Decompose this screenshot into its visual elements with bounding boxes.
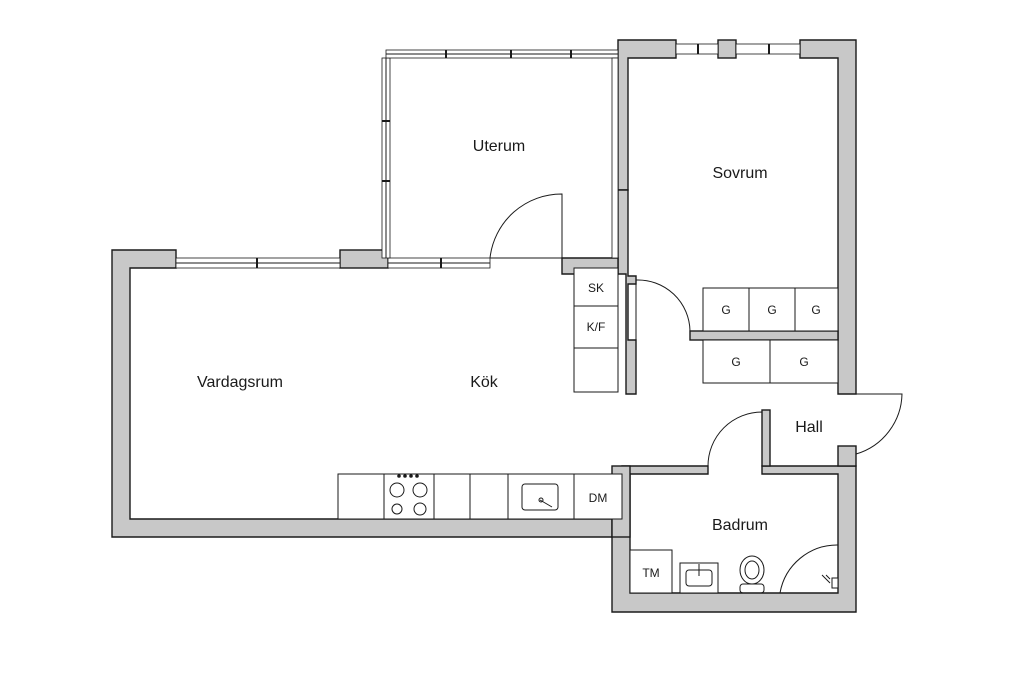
burner-2 bbox=[412, 482, 428, 498]
room-label-hall: Hall bbox=[795, 419, 823, 436]
stove bbox=[383, 473, 435, 520]
closet-3 bbox=[794, 287, 839, 332]
wall-bedroom-pier bbox=[717, 39, 737, 59]
wall-pier-living bbox=[339, 249, 389, 269]
wall-hall-east bbox=[837, 445, 857, 467]
label-g-5: G bbox=[799, 355, 808, 369]
closet-1 bbox=[702, 287, 750, 332]
shower-icon bbox=[779, 544, 839, 594]
fridge-freezer bbox=[573, 305, 619, 349]
closet-4 bbox=[702, 339, 771, 384]
label-dm: DM bbox=[589, 491, 608, 505]
door-uterum bbox=[489, 193, 563, 259]
label-g-2: G bbox=[767, 303, 776, 317]
label-sk: SK bbox=[588, 281, 604, 295]
burner-1 bbox=[389, 482, 405, 498]
kitchen-sink-icon bbox=[521, 483, 559, 511]
bedroom-closets bbox=[702, 287, 839, 384]
windows bbox=[175, 43, 801, 269]
bathroom-fixtures bbox=[629, 544, 839, 594]
label-g-3: G bbox=[811, 303, 820, 317]
sink-unit bbox=[507, 473, 575, 520]
wall-outer-living bbox=[111, 249, 623, 538]
window-uterum-east bbox=[611, 57, 619, 259]
room-label-kok: Kök bbox=[470, 374, 499, 391]
dishwasher bbox=[573, 473, 623, 520]
door-bathroom bbox=[707, 411, 763, 467]
closet-2 bbox=[748, 287, 796, 332]
doors bbox=[489, 193, 903, 467]
label-kf: K/F bbox=[587, 320, 606, 334]
room-label-badrum: Badrum bbox=[712, 517, 768, 534]
door-bedroom bbox=[635, 279, 691, 340]
door-entrance bbox=[838, 393, 903, 455]
label-g-1: G bbox=[721, 303, 730, 317]
wall-hall-divider bbox=[761, 409, 771, 467]
room-label-vardagsrum: Vardagsrum bbox=[197, 374, 283, 391]
room-label-sovrum: Sovrum bbox=[712, 165, 767, 182]
room-labels: Uterum Sovrum Vardagsrum Kök Hall Badrum bbox=[197, 138, 823, 534]
shower-mixer bbox=[831, 577, 839, 589]
label-g-4: G bbox=[731, 355, 740, 369]
wall-bedroom-south bbox=[689, 330, 839, 341]
room-label-uterum: Uterum bbox=[473, 138, 525, 155]
fixture-labels: SK K/F G G G G G DM TM bbox=[587, 281, 821, 580]
washing-machine bbox=[629, 549, 673, 594]
counter-3 bbox=[469, 473, 509, 520]
toilet-icon bbox=[739, 555, 765, 585]
wall-bedroom-west bbox=[617, 189, 637, 395]
burner-4 bbox=[413, 502, 427, 516]
wall-bedroom-north-left bbox=[617, 39, 677, 191]
burner-3 bbox=[391, 503, 403, 515]
label-tm: TM bbox=[642, 566, 659, 580]
counter-1 bbox=[337, 473, 385, 520]
cabinet-tall bbox=[573, 347, 619, 393]
closet-5 bbox=[769, 339, 839, 384]
counter-2 bbox=[433, 473, 471, 520]
kitchen-fixtures bbox=[337, 267, 623, 520]
